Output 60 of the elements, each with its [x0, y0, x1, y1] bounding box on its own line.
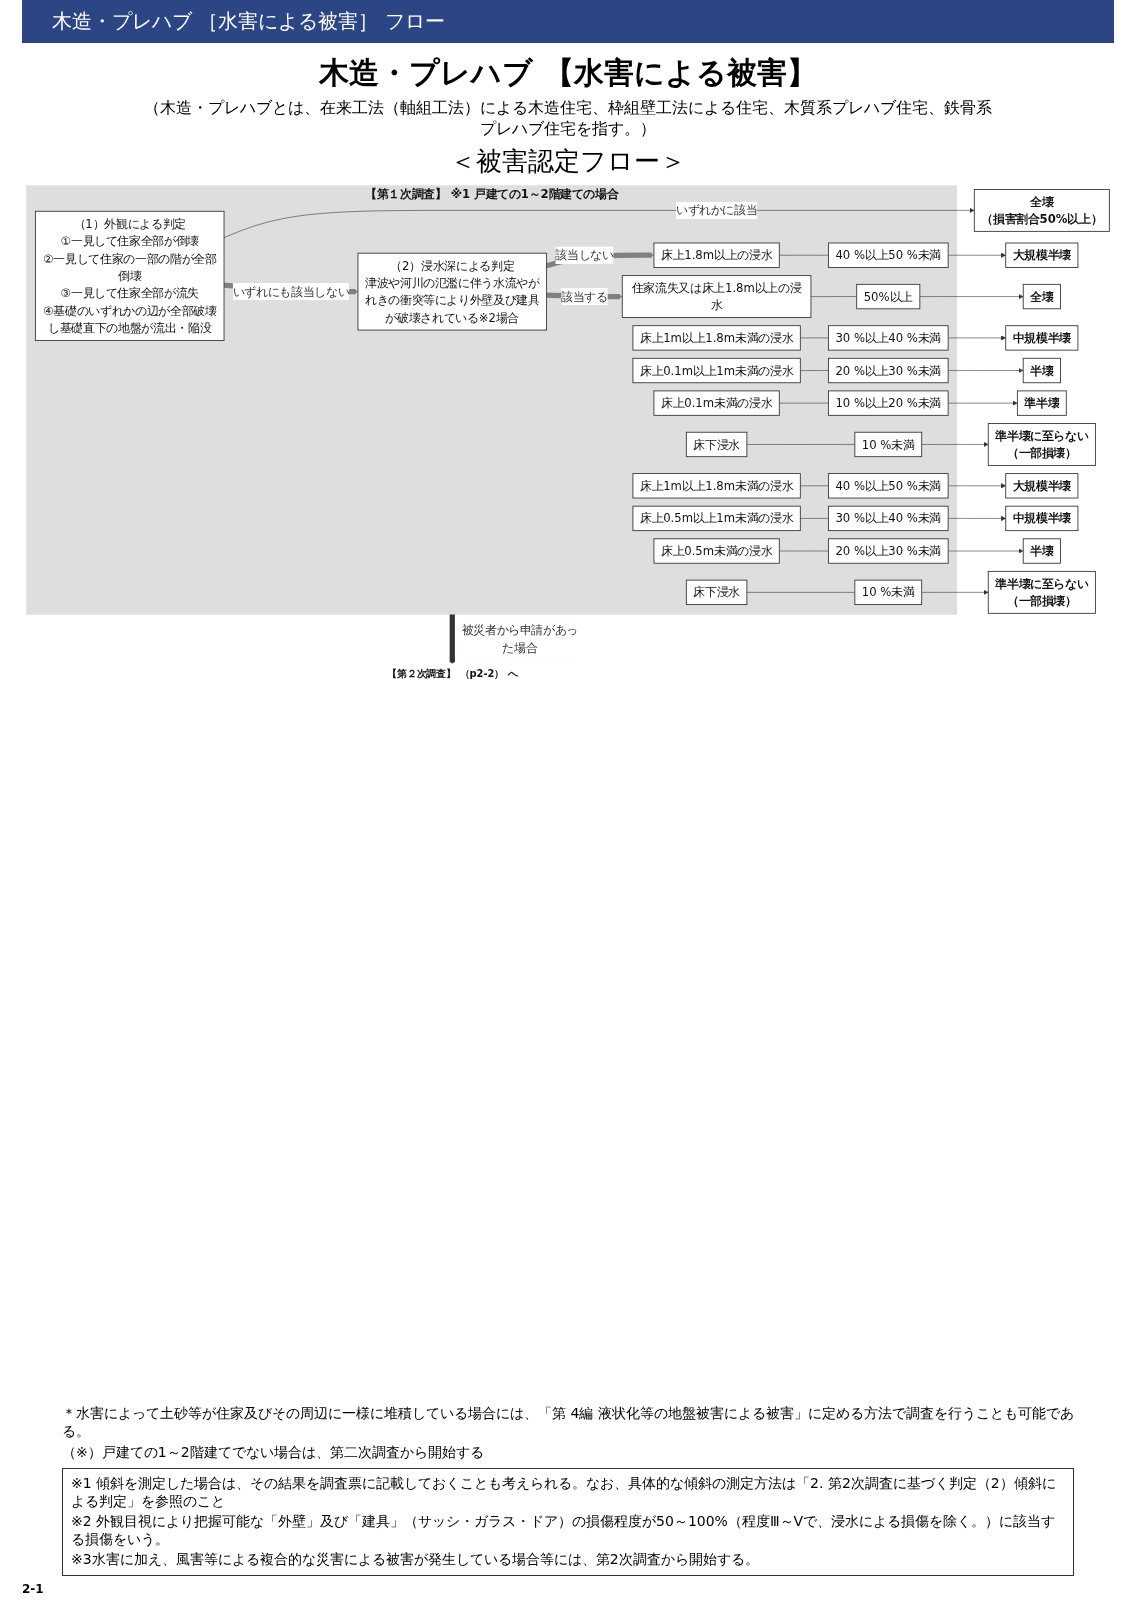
arrow	[449, 614, 455, 665]
connector	[746, 444, 856, 445]
node-box: 準半壊	[1016, 390, 1067, 416]
connector	[800, 485, 829, 487]
node-box: 床下浸水	[685, 431, 748, 458]
edge-label: いずれにも該当しない	[232, 284, 350, 299]
node-box: 床上1.8m以上の浸水	[653, 242, 780, 268]
node-box: 20 %以上30 %未満	[827, 357, 949, 384]
connector	[746, 592, 856, 593]
node-box: 準半壊に至らない （一部損壊）	[987, 570, 1096, 614]
node-box: 50%以上	[856, 283, 921, 310]
connector	[800, 337, 829, 339]
node-box: 大規模半壊	[1005, 242, 1079, 268]
node-box: 30 %以上40 %未満	[827, 325, 949, 351]
node-box: 床上0.5m以上1m未満の浸水	[632, 505, 801, 532]
node-box: 10 %未満	[854, 431, 923, 458]
footnote: ※3水害に加え、風害等による複合的な災害による被害が発生している場合等には、第2次調査から開始する。	[71, 1551, 760, 1569]
node-box: 床上1m以上1.8m未満の浸水	[632, 325, 801, 351]
node-box: 床上0.1m未満の浸水	[653, 390, 780, 416]
page-header: 木造・プレハブ ［水害による被害］ フロー	[22, 0, 1114, 43]
node-box: 床上1m以上1.8m未満の浸水	[632, 473, 801, 499]
node-box: 床上0.1m以上1m未満の浸水	[632, 357, 801, 384]
note: ＊水害によって土砂等が住家及びその周辺に一様に堆積している場合には、「第 4編 液状化等の地盤被害による被害」に定める方法で調査を行うことも可能である。	[62, 1405, 1074, 1441]
node-text: 【第２次調査】 （p2-2） へ	[386, 668, 518, 680]
connector	[779, 550, 829, 552]
edge-label: いずれかに該当	[675, 203, 758, 218]
page-number: 2-1	[22, 1582, 45, 1596]
connector	[779, 254, 829, 256]
node-box: （1）外観による判定 ①一見して住家全部が倒壊 ②一見して住家の一部の階が全部倒壊 ③一見して住家全部が流失 ④基礎のいずれかの辺が全部破壊し基礎直下の地盤が流出・陥没	[34, 210, 225, 341]
node-box: 住家流失又は床上1.8m以上の浸水	[621, 275, 812, 318]
node-box: 全壊	[1022, 283, 1061, 310]
node-box: 全壊 （損害割合50%以上）	[973, 189, 1110, 232]
node-box: 20 %以上30 %未満	[827, 538, 949, 564]
node-box: （2）浸水深による判定 津波や河川の氾濫に伴う水流やがれきの衝突等により外壁及び建具が破壊されている※2場合	[357, 252, 548, 331]
node-box: 床下浸水	[685, 579, 748, 605]
footnote: ※1 傾斜を測定した場合は、その結果を調査票に記載しておくことも考えられる。なお、具体的な傾斜の測定方法は「2. 第2次調査に基づく判定（2）傾斜による判定」を参照のこと	[71, 1475, 1057, 1511]
note: （※）戸建ての1～2階建てでない場合は、第二次調査から開始する	[62, 1444, 485, 1462]
edge-label: 該当しない	[555, 248, 614, 263]
node-box: 30 %以上40 %未満	[827, 505, 949, 532]
flow-heading: ＜被害認定フロー＞	[449, 145, 687, 178]
node-box: 中規模半壊	[1005, 325, 1079, 351]
connector	[800, 518, 829, 519]
footnote: ※2 外観目視により把握可能な「外壁」及び「建具」（サッシ・ガラス・ドア）の損傷程度が50～100%（程度Ⅲ～Ⅴで、浸水による損傷を除く。）に該当する損傷をいう。	[71, 1513, 1057, 1549]
subtitle: （木造・プレハブとは、在来工法（軸組工法）による木造住宅、枠組壁工法による住宅、木質系プレハブ住宅、鉄骨系プレハブ住宅を指す。）	[143, 98, 993, 140]
node-box: 準半壊に至らない （一部損壊）	[987, 423, 1096, 466]
node-box: 10 %以上20 %未満	[827, 390, 949, 416]
node-box: 床上0.5m未満の浸水	[653, 538, 780, 564]
connector	[800, 370, 829, 371]
edge-label: 該当する	[561, 289, 608, 304]
node-box: 大規模半壊	[1005, 473, 1079, 499]
node-box: 40 %以上50 %未満	[827, 242, 949, 268]
edge-label: 被災者から申請があった場合	[461, 623, 579, 655]
node-box: 40 %以上50 %未満	[827, 473, 949, 499]
connector	[810, 296, 857, 297]
node-box: 半壊	[1022, 357, 1061, 384]
connector	[779, 402, 829, 404]
node-box: 半壊	[1022, 538, 1061, 564]
title: 木造・プレハブ 【水害による被害】	[318, 54, 818, 92]
node-box: 中規模半壊	[1005, 505, 1079, 532]
node-box: 10 %未満	[854, 579, 923, 605]
